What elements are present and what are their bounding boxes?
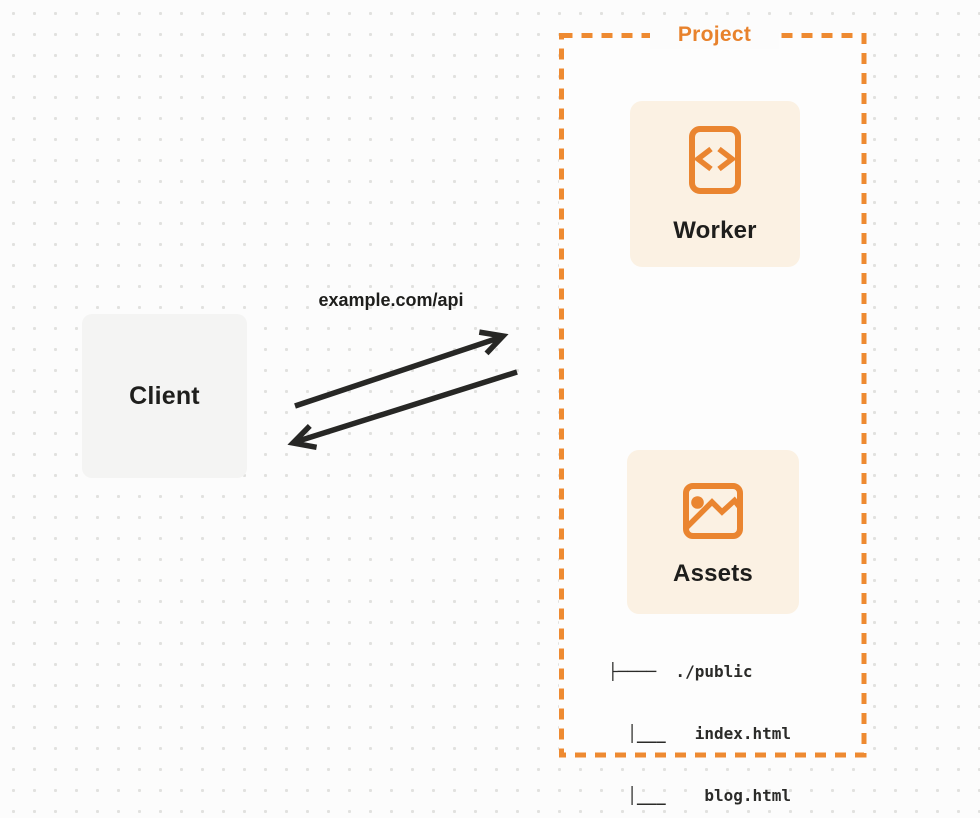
image-icon (683, 483, 743, 539)
client-label: Client (129, 381, 200, 410)
response-arrow (287, 369, 518, 451)
worker-label: Worker (673, 217, 757, 244)
code-file-icon (689, 126, 741, 194)
assets-label: Assets (673, 560, 753, 587)
project-boundary (559, 33, 867, 758)
assets-card: Assets (627, 450, 799, 614)
project-label: Project (650, 21, 779, 49)
client-box: Client (82, 314, 247, 478)
file-tree-line: │___ blog.html (608, 786, 792, 806)
worker-card: Worker (630, 101, 800, 267)
file-tree: ├──── ./public │___ index.html │___ blog… (608, 620, 791, 818)
file-tree-line: ├──── ./public (608, 661, 753, 681)
file-tree-line: │___ index.html (608, 723, 792, 743)
request-arrow (294, 329, 509, 409)
request-url-label: example.com/api (318, 290, 464, 310)
